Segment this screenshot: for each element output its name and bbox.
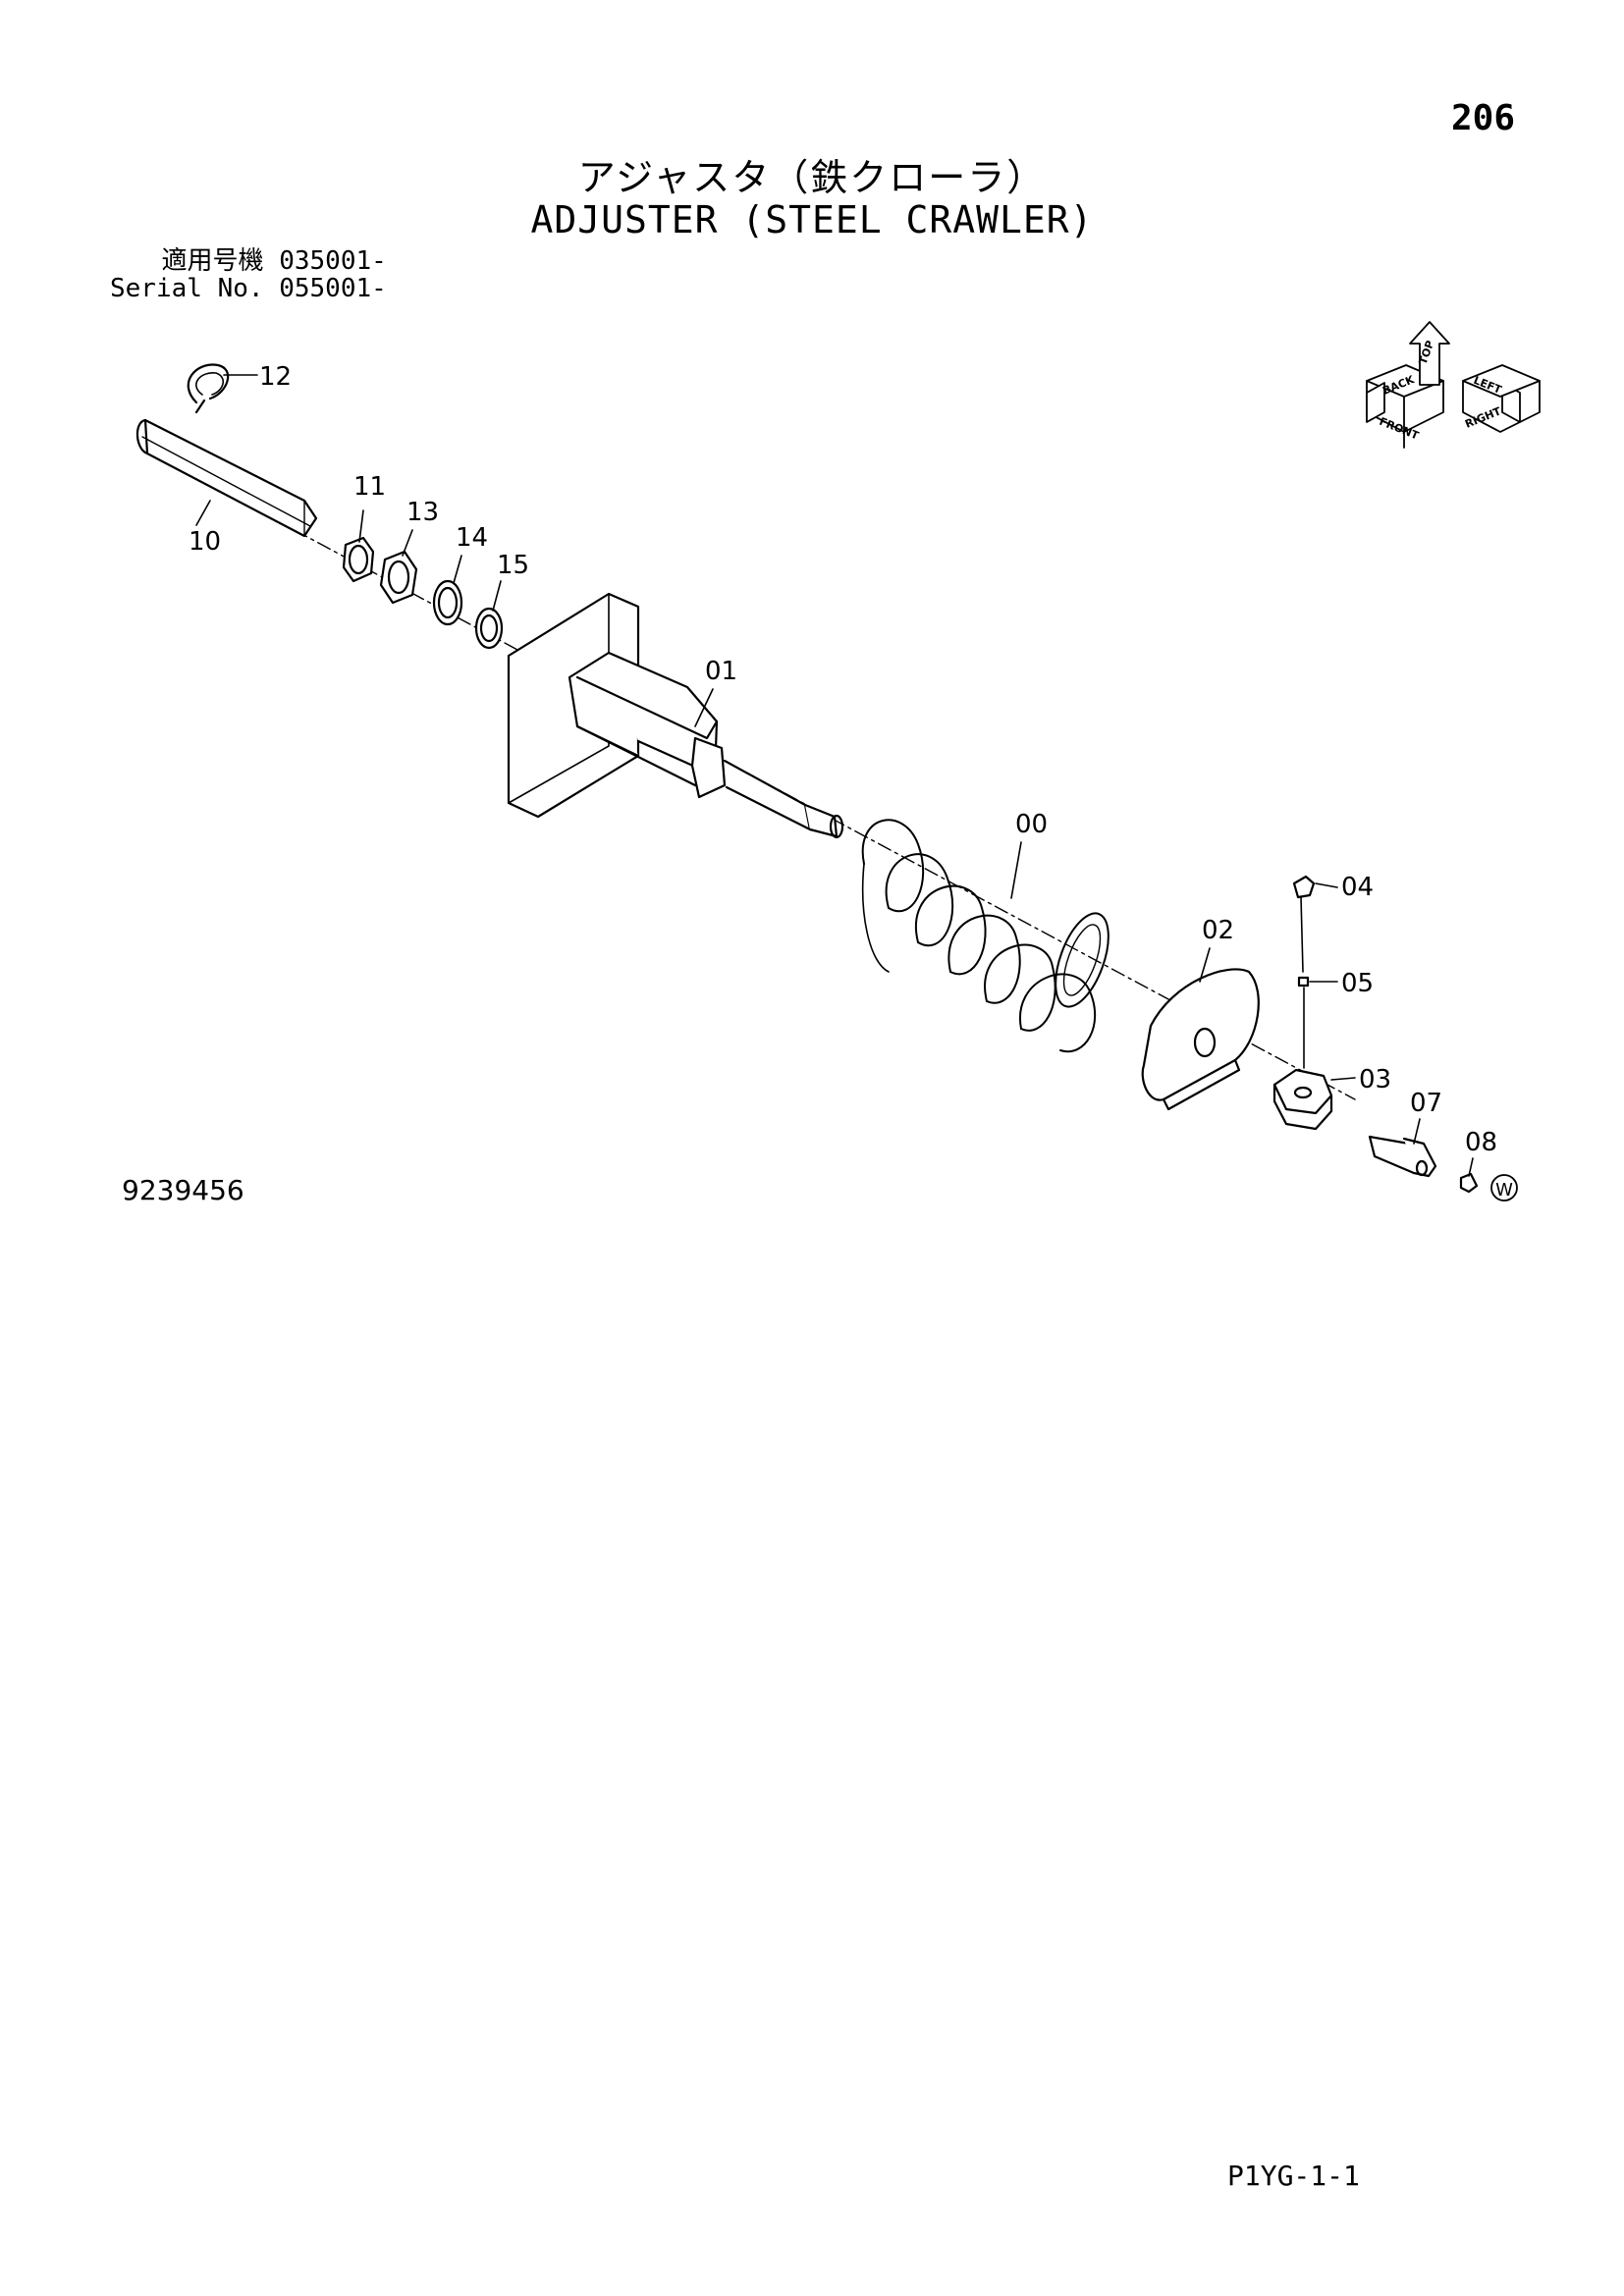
part-05-seal (1297, 976, 1310, 1069)
serial-label-japanese: 適用号機 (161, 246, 264, 276)
part-01-cylinder-flange (507, 592, 844, 839)
part-00-coil-spring (861, 819, 1110, 1053)
callout-11: 11 (353, 472, 386, 502)
part-10-rod (135, 418, 318, 538)
w-symbol-letter: W (1495, 1180, 1513, 1201)
serial-label-english: Serial No. (110, 274, 264, 303)
callout-05: 05 (1341, 969, 1374, 998)
leader-02 (1199, 947, 1211, 983)
w-circle-symbol: W (1490, 1174, 1518, 1201)
leader-04 (1315, 882, 1338, 888)
callout-00: 00 (1015, 810, 1048, 839)
figure-id: 9239456 (122, 1174, 244, 1206)
callout-04: 04 (1341, 873, 1374, 902)
serial-row-english: Serial No. 055001- (110, 275, 387, 302)
part-12-snap-ring (187, 363, 230, 414)
orientation-label-front: FRONT (1378, 415, 1421, 443)
serial-row-japanese: 適用号機 035001- (110, 247, 387, 275)
page-title-japanese: アジャスタ（鉄クローラ） (577, 156, 1047, 199)
callout-labels: 12 10 11 13 14 15 01 00 02 04 05 03 07 0… (189, 362, 1497, 1157)
serial-number-block: 適用号機 035001- Serial No. 055001- (110, 247, 387, 302)
callout-10: 10 (189, 527, 221, 557)
page-title-english: ADJUSTER (STEEL CRAWLER) (530, 198, 1094, 241)
leader-03 (1330, 1077, 1356, 1081)
leader-14 (453, 555, 462, 584)
part-04-grease-fitting (1292, 875, 1316, 973)
leader-08 (1468, 1157, 1474, 1177)
callout-14: 14 (456, 523, 488, 553)
part-07-valve (1368, 1135, 1437, 1178)
orientation-icon: BACK TOP LEFT FRONT RIGHT (1366, 321, 1541, 449)
page-number: 206 (1451, 98, 1516, 138)
part-14-round-washer (432, 579, 463, 626)
callout-13: 13 (406, 498, 439, 527)
callout-08: 08 (1465, 1128, 1497, 1157)
part-03-hex-body (1272, 1068, 1333, 1131)
leader-00 (1010, 841, 1022, 899)
sheet-code: P1YG-1-1 (1227, 2160, 1360, 2192)
serial-value-english: 055001- (279, 274, 387, 303)
callout-02: 02 (1202, 916, 1234, 945)
leader-10 (195, 500, 211, 526)
part-02-seat-plate (1141, 968, 1260, 1111)
leader-11 (358, 509, 364, 543)
leader-13 (402, 529, 413, 557)
part-13-hex-washer (379, 550, 418, 605)
leader-lines (195, 374, 1474, 1177)
callout-03: 03 (1359, 1065, 1391, 1095)
callout-12: 12 (259, 362, 292, 392)
callout-01: 01 (705, 657, 737, 686)
part-11-hex-nut (342, 536, 375, 583)
leader-07 (1413, 1118, 1421, 1145)
callout-15: 15 (497, 551, 529, 580)
leader-01 (694, 688, 714, 727)
callout-07: 07 (1410, 1089, 1442, 1118)
leader-15 (492, 580, 502, 612)
serial-value-japanese: 035001- (279, 246, 387, 276)
orientation-label-right: RIGHT (1463, 404, 1503, 431)
part-15-small-washer (474, 607, 504, 650)
